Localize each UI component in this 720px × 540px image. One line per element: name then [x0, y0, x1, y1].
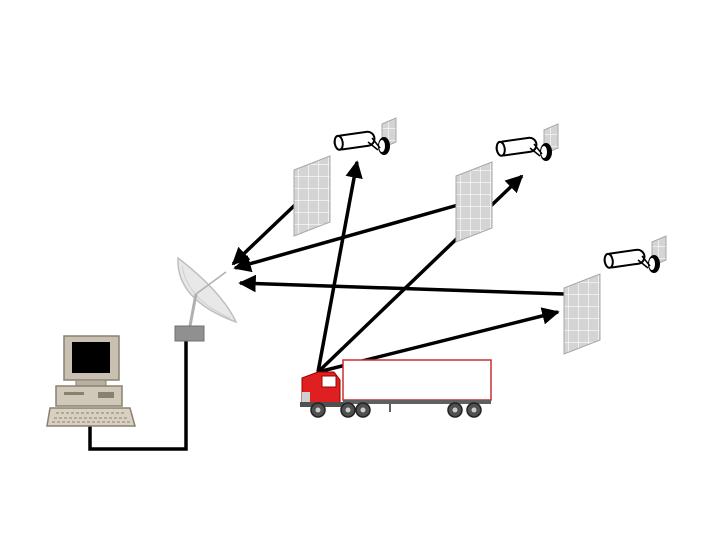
satellite-2 [455, 123, 559, 243]
satellite-icon [455, 123, 559, 243]
link-arrows [231, 160, 565, 374]
satellite-dish-icon [174, 256, 238, 342]
satellite-3 [563, 235, 667, 355]
computer-icon [46, 335, 136, 427]
ground-dish [174, 256, 238, 342]
link-satellite-1-dish [231, 202, 298, 266]
link-satellite-3-dish [238, 274, 565, 296]
link-satellite-2-dish [233, 203, 459, 273]
truck-icon [300, 359, 492, 418]
truck [300, 359, 492, 418]
satellite-icon [563, 235, 667, 355]
computer [46, 335, 136, 427]
link-truck-satellite-1 [316, 160, 363, 373]
link-dish-computer-cable [88, 340, 188, 451]
